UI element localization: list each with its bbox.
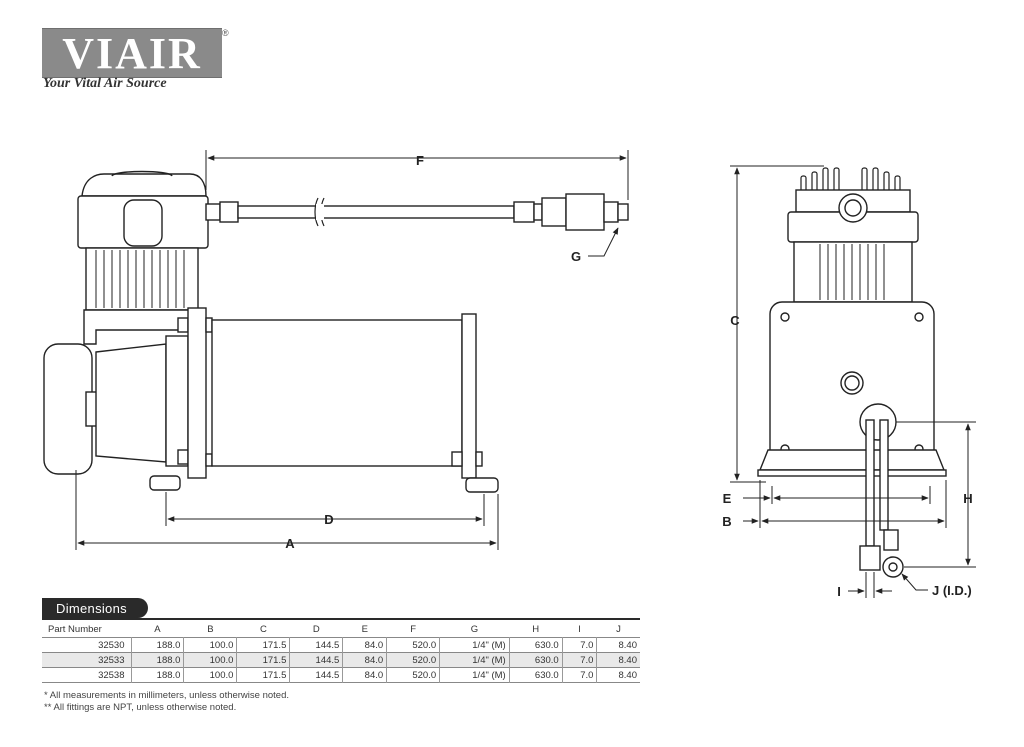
cell-g: 1/4" (M) <box>439 637 510 653</box>
dimensions-heading: Dimensions <box>42 598 148 618</box>
cell-d: 144.5 <box>289 667 343 683</box>
col-g: G <box>470 623 479 635</box>
cell-b: 100.0 <box>183 652 237 668</box>
cell-j: 8.40 <box>596 667 640 683</box>
cylinder-fins <box>85 247 199 311</box>
logo-plate: VIAIR <box>42 28 222 78</box>
footnote-measurements: * All measurements in millimeters, unles… <box>44 690 289 701</box>
head-cap <box>81 173 207 197</box>
logo-tagline: Your Vital Air Source <box>43 76 167 91</box>
motor-can <box>211 319 463 467</box>
cell-f: 520.0 <box>386 637 440 653</box>
cell-d: 144.5 <box>289 652 343 668</box>
col-part-number: Part Number <box>48 623 102 635</box>
cell-f: 520.0 <box>386 667 440 683</box>
label-H: H <box>963 491 972 506</box>
cell-e: 84.0 <box>342 637 387 653</box>
cell-e: 84.0 <box>342 667 387 683</box>
side-view-dimension-lines <box>75 150 629 550</box>
cell-j: 8.40 <box>596 637 640 653</box>
cell-e: 84.0 <box>342 652 387 668</box>
air-hose <box>237 205 515 219</box>
label-J: J (I.D.) <box>932 583 972 598</box>
cell-g: 1/4" (M) <box>439 667 510 683</box>
cylinder-fins-front <box>793 241 913 303</box>
label-D: D <box>324 512 333 527</box>
cell-part-number: 32538 <box>98 669 125 681</box>
label-I: I <box>837 584 841 599</box>
dimensions-heading-text: Dimensions <box>56 601 127 616</box>
cell-c: 171.5 <box>236 667 290 683</box>
col-b: B <box>207 623 214 635</box>
front-view-dimension-lines <box>730 165 976 598</box>
col-i: I <box>578 623 581 635</box>
table-header-row: Part Number A B C D E F G H I J <box>42 621 640 638</box>
compressor-technical-drawing: F G D A C E B H I J (I.D.) <box>43 150 976 599</box>
motor-housing <box>95 343 167 463</box>
cell-b: 100.0 <box>183 667 237 683</box>
col-d: D <box>312 623 320 635</box>
table-row: 32533 188.0 100.0 171.5 144.5 84.0 520.0… <box>42 652 640 668</box>
footnote-fittings: ** All fittings are NPT, unless otherwis… <box>44 702 237 713</box>
cell-g: 1/4" (M) <box>439 652 510 668</box>
label-F: F <box>416 153 424 168</box>
cell-h: 630.0 <box>508 652 563 668</box>
outlet-thread <box>617 203 629 221</box>
label-G: G <box>571 249 581 264</box>
col-j: J <box>616 623 621 635</box>
hose-fitting <box>219 201 239 223</box>
cell-i: 7.0 <box>561 652 597 668</box>
cell-a: 188.0 <box>130 667 184 683</box>
cell-i: 7.0 <box>561 667 597 683</box>
cell-h: 630.0 <box>508 667 563 683</box>
mounting-bracket-front <box>187 307 207 479</box>
label-C: C <box>730 313 740 328</box>
col-e: E <box>361 623 368 635</box>
logo-wordmark: VIAIR <box>62 29 202 78</box>
base-plate <box>758 449 946 471</box>
cell-f: 520.0 <box>386 652 440 668</box>
dimensions-table: Part Number A B C D E F G H I J 32530 18… <box>42 621 640 683</box>
cell-j: 8.40 <box>596 652 640 668</box>
col-c: C <box>259 623 267 635</box>
label-A: A <box>285 536 295 551</box>
table-row: 32538 188.0 100.0 171.5 144.5 84.0 520.0… <box>42 667 640 683</box>
table-row: 32530 188.0 100.0 171.5 144.5 84.0 520.0… <box>42 637 640 653</box>
side-view <box>43 170 629 493</box>
cell-part-number: 32533 <box>98 654 125 666</box>
end-cover <box>43 343 93 475</box>
label-E: E <box>723 491 732 506</box>
front-view <box>757 167 947 578</box>
cell-c: 171.5 <box>236 637 290 653</box>
col-h: H <box>532 623 540 635</box>
cell-i: 7.0 <box>561 637 597 653</box>
wire-terminal <box>859 545 881 571</box>
col-a: A <box>154 623 161 635</box>
mounting-bracket-rear <box>461 313 477 479</box>
cell-b: 100.0 <box>183 637 237 653</box>
col-f: F <box>410 623 417 635</box>
label-B: B <box>722 514 731 529</box>
viair-logo: VIAIR ® Your Vital Air Source <box>42 28 229 94</box>
rubber-foot-rear <box>465 477 499 493</box>
registered-mark: ® <box>222 28 229 38</box>
cell-d: 144.5 <box>289 637 343 653</box>
cell-c: 171.5 <box>236 652 290 668</box>
cell-h: 630.0 <box>508 637 563 653</box>
cell-part-number: 32530 <box>98 639 125 651</box>
cell-a: 188.0 <box>130 637 184 653</box>
rubber-foot-front <box>149 475 181 491</box>
dimensions-rule <box>42 618 640 620</box>
check-valve <box>541 197 567 227</box>
cell-a: 188.0 <box>130 652 184 668</box>
